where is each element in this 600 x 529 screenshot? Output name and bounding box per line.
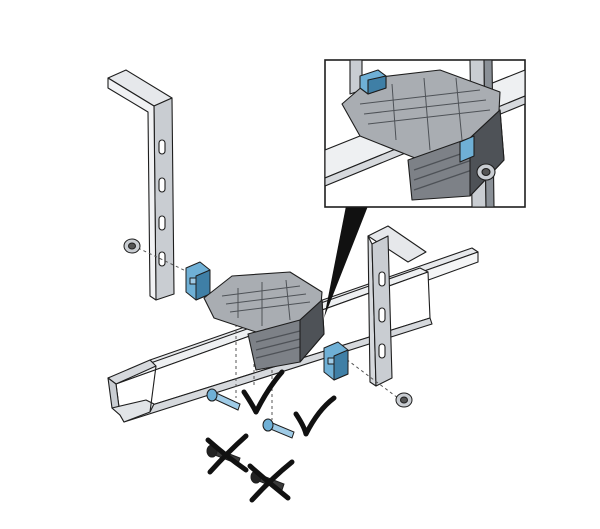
hex-nut-right xyxy=(395,392,413,408)
support-roller xyxy=(203,271,325,371)
left-hanger-bracket xyxy=(107,69,175,301)
right-hanger-bracket xyxy=(367,225,427,387)
callout-pointer xyxy=(324,206,368,318)
carriage-bolt-short xyxy=(262,418,295,439)
cross-icon xyxy=(247,459,295,503)
carriage-bolt-long xyxy=(206,388,241,411)
detail-inset xyxy=(324,59,526,208)
checkmark-icon xyxy=(241,369,285,415)
cross-icon xyxy=(205,433,249,475)
hex-nut-left xyxy=(123,238,141,254)
blue-clip-right xyxy=(323,341,349,381)
blue-clip-left xyxy=(185,261,211,301)
checkmark-icon xyxy=(293,395,337,437)
